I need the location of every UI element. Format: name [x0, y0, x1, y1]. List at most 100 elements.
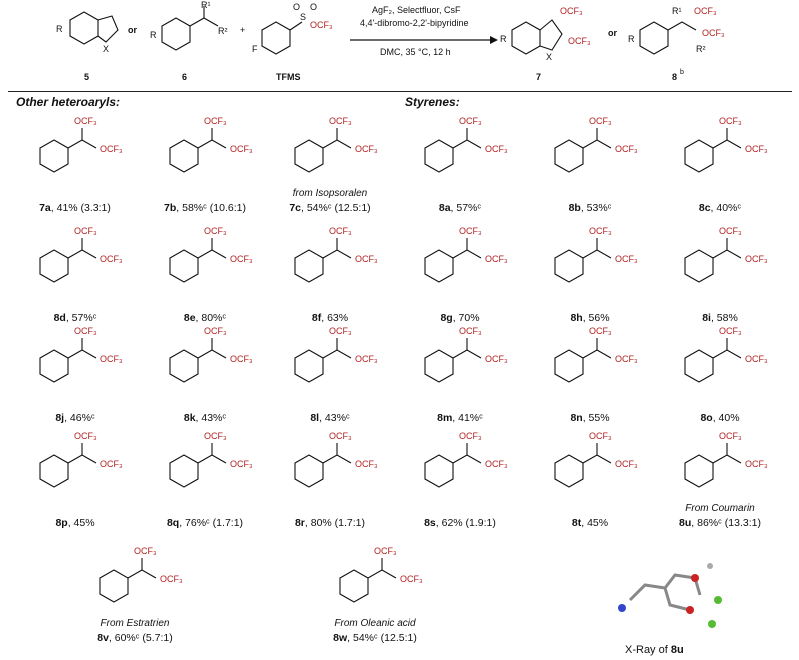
compound-id: 8d	[53, 312, 66, 324]
caption-8v: 8v, 60%ᶜ (5.7:1)	[70, 632, 200, 644]
benzene-ring	[39, 349, 69, 383]
benzene-ring	[39, 139, 69, 173]
tfms-ocf3: OCF₃	[310, 20, 333, 30]
xray-structure	[618, 563, 722, 628]
compound-yield: , 46%ᶜ	[64, 412, 95, 424]
source-label: from Isopsoralen	[292, 188, 368, 199]
benzene-ring	[684, 454, 714, 488]
caption-8t: 8t, 45%	[525, 517, 655, 529]
benzene-ring	[294, 454, 324, 488]
caption-8j: 8j, 46%ᶜ	[10, 412, 140, 424]
or-label-1: or	[128, 25, 137, 35]
ocf3-label-b: OCF₃	[745, 144, 768, 154]
ocf3-label-b: OCF₃	[400, 574, 423, 584]
R-label: R	[56, 24, 63, 34]
compound-yield: , 80% (1.7:1)	[304, 517, 366, 529]
conditions-line1: AgF₂, Selectfluor, CsF	[372, 5, 461, 15]
compound-id: 8i	[702, 312, 711, 324]
ocf3-label-a: OCF₃	[74, 431, 97, 441]
side-chain	[712, 139, 742, 149]
xray-caption-id: 8u	[670, 644, 684, 656]
ocf3-label-b: OCF₃	[615, 354, 638, 364]
conditions-line3: DMC, 35 °C, 12 h	[380, 47, 451, 57]
plus-sign: +	[240, 25, 245, 35]
product-8-label: 8	[672, 72, 677, 82]
side-chain	[452, 139, 482, 149]
compound-id: 8j	[55, 412, 65, 424]
side-chain	[67, 139, 97, 149]
structure-8r: OCF₃ OCF₃	[294, 431, 378, 488]
benzene-ring	[39, 454, 69, 488]
compound-yield: , 57%ᶜ	[450, 202, 482, 214]
ocf3-label-b: OCF₃	[160, 574, 183, 584]
reagent-tfms-label: TFMS	[276, 72, 301, 82]
ocf3-label-b: OCF₃	[100, 254, 123, 264]
compound-yield: , 57%ᶜ	[65, 312, 97, 324]
ocf3-label-b: OCF₃	[230, 354, 253, 364]
caption-7a: 7a, 41% (3.3:1)	[10, 202, 140, 214]
ocf3-label-b: OCF₃	[355, 459, 378, 469]
caption-8k: 8k, 43%ᶜ	[140, 412, 270, 424]
compound-yield: , 40%	[712, 412, 740, 424]
ocf3-label-a: OCF₃	[134, 546, 157, 556]
ocf3-label-a: OCF₃	[204, 226, 227, 236]
caption-8n: 8n, 55%	[525, 412, 655, 424]
benzene-ring	[294, 349, 324, 383]
caption-7b: 7b, 58%ᶜ (10.6:1)	[140, 202, 270, 214]
side-chain	[67, 349, 97, 359]
compound-id: 8t	[571, 517, 582, 529]
ocf3-label-b: OCF₃	[615, 144, 638, 154]
caption-8q: 8q, 76%ᶜ (1.7:1)	[140, 517, 270, 529]
compound-yield: , 58%ᶜ (10.6:1)	[176, 202, 246, 214]
side-chain	[452, 349, 482, 359]
product8-ocf3-a: OCF₃	[694, 6, 717, 16]
ocf3-label-b: OCF₃	[100, 354, 123, 364]
side-chain	[322, 249, 352, 259]
compound-yield: , 55%	[582, 412, 610, 424]
ocf3-label-a: OCF₃	[459, 226, 482, 236]
side-chain	[197, 139, 227, 149]
compound-yield: , 62% (1.9:1)	[435, 517, 496, 529]
product7-ocf3-b: OCF₃	[568, 36, 591, 46]
compound-yield: , 45%	[67, 517, 95, 529]
ocf3-label-b: OCF₃	[230, 459, 253, 469]
compound-id: 8v	[97, 632, 109, 644]
R-label-6: R	[150, 30, 157, 40]
compound-id: 8p	[55, 517, 68, 529]
side-chain	[712, 249, 742, 259]
caption-8a: 8a, 57%ᶜ	[395, 202, 525, 214]
caption-8c: 8c, 40%ᶜ	[655, 202, 785, 214]
benzene-ring	[169, 349, 199, 383]
X-label-7: X	[546, 52, 552, 62]
benzene-ring	[554, 249, 584, 283]
ocf3-label-a: OCF₃	[719, 226, 742, 236]
ocf3-label-a: OCF₃	[329, 431, 352, 441]
ocf3-label-b: OCF₃	[100, 459, 123, 469]
ocf3-label-a: OCF₃	[719, 431, 742, 441]
caption-8w: 8w, 54%ᶜ (12.5:1)	[310, 632, 440, 644]
ocf3-label-a: OCF₃	[74, 326, 97, 336]
benzene-ring	[684, 249, 714, 283]
side-chain	[452, 454, 482, 464]
ocf3-label-b: OCF₃	[355, 144, 378, 154]
caption-8o: 8o, 40%	[655, 412, 785, 424]
section-title-styrenes: Styrenes:	[405, 95, 460, 109]
